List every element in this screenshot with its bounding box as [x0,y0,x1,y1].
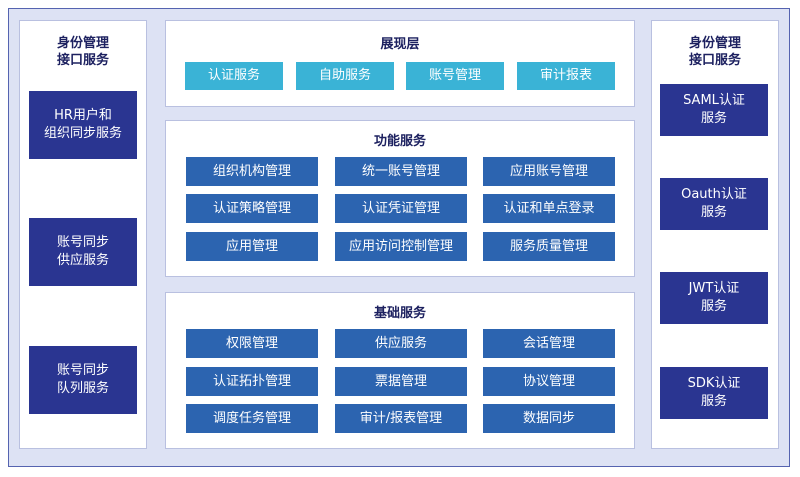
saml-auth-line-1: SAML认证 [683,93,745,108]
account-sync-queue-box: 账号同步队列服务 [29,346,137,414]
audit-report-box: 审计报表 [517,62,615,90]
functional-services-title: 功能服务 [373,134,426,149]
left-panel-title: 身份管理 接口服务 [20,35,146,69]
auth-and-sso-box: 认证和单点登录 [483,194,615,223]
saml-auth-box: SAML认证服务 [660,84,768,136]
ticket-management-box: 票据管理 [335,367,467,396]
hr-user-org-sync-line-2: 组织同步服务 [43,126,122,141]
auth-topology-management-box: 认证拓扑管理 [186,367,318,396]
jwt-auth-box: JWT认证服务 [660,272,768,324]
account-sync-provision-line-1: 账号同步 [56,235,109,250]
account-sync-queue-line-2: 队列服务 [56,381,109,396]
auth-policy-management-box: 认证策略管理 [186,194,318,223]
app-management-box: 应用管理 [186,232,318,261]
left-panel-title-line-2: 接口服务 [56,53,109,68]
oauth-auth-box: Oauth认证服务 [660,178,768,230]
saml-auth-line-2: 服务 [700,111,727,126]
right-panel-title-line-1: 身份管理 [688,36,741,51]
auth-credential-management-box: 认证凭证管理 [335,194,467,223]
scheduled-task-management-box: 调度任务管理 [186,404,318,433]
provisioning-service-box: 供应服务 [335,329,467,358]
oauth-auth-line-2: 服务 [700,205,727,220]
permission-management-box: 权限管理 [186,329,318,358]
audit-report-management-box: 审计/报表管理 [335,404,467,433]
jwt-auth-line-1: JWT认证 [688,281,740,296]
basic-services-title: 基础服务 [373,306,426,321]
org-structure-management-box: 组织机构管理 [186,157,318,186]
data-sync-box: 数据同步 [483,404,615,433]
right-panel-title-line-2: 接口服务 [688,53,741,68]
self-service-box: 自助服务 [296,62,394,90]
unified-account-management-box: 统一账号管理 [335,157,467,186]
jwt-auth-line-2: 服务 [700,299,727,314]
account-sync-provision-line-2: 供应服务 [56,253,109,268]
session-management-box: 会话管理 [483,329,615,358]
hr-user-org-sync-box: HR用户和组织同步服务 [29,91,137,159]
account-management-box: 账号管理 [406,62,504,90]
sdk-auth-line-2: 服务 [700,394,727,409]
right-panel-title: 身份管理 接口服务 [652,35,778,69]
app-access-control-management-box: 应用访问控制管理 [335,232,467,261]
hr-user-org-sync-line-1: HR用户和 [54,108,112,123]
protocol-management-box: 协议管理 [483,367,615,396]
service-quality-management-box: 服务质量管理 [483,232,615,261]
app-account-management-box: 应用账号管理 [483,157,615,186]
account-sync-queue-line-1: 账号同步 [56,363,109,378]
auth-service-box: 认证服务 [185,62,283,90]
account-sync-provision-box: 账号同步供应服务 [29,218,137,286]
sdk-auth-line-1: SDK认证 [687,376,741,391]
sdk-auth-box: SDK认证服务 [660,367,768,419]
left-panel-title-line-1: 身份管理 [56,36,109,51]
oauth-auth-line-1: Oauth认证 [681,187,747,202]
presentation-layer-title: 展现层 [380,37,420,52]
